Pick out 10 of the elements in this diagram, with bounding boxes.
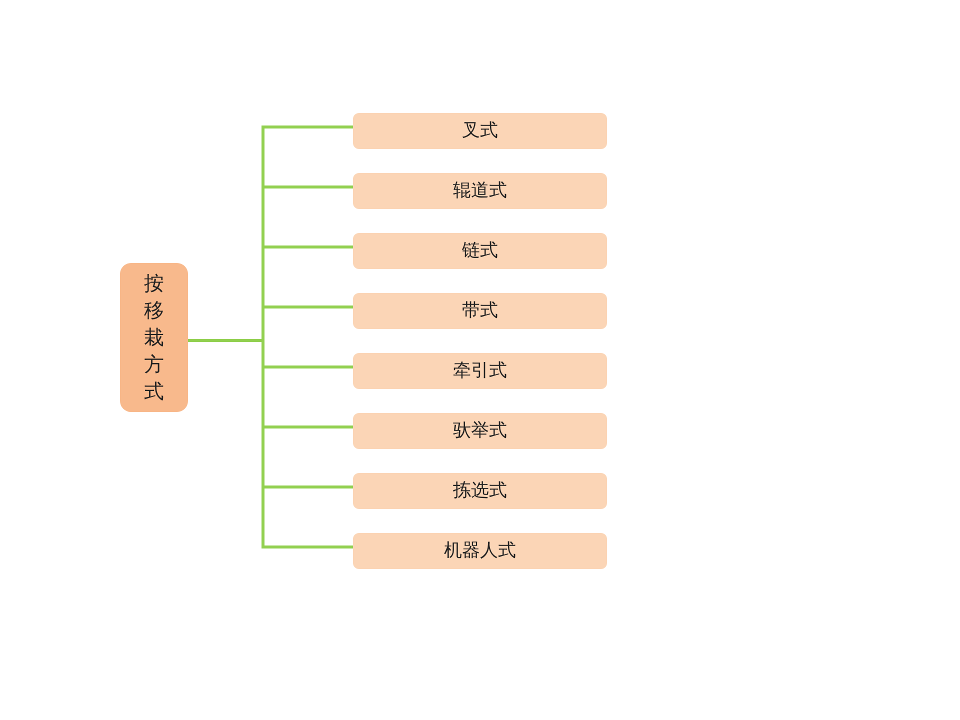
option-box: 叉式 <box>353 113 607 149</box>
option-box: 链式 <box>353 233 607 269</box>
option-box: 驮举式 <box>353 413 607 449</box>
option-box: 带式 <box>353 293 607 329</box>
option-box: 机器人式 <box>353 533 607 569</box>
option-box: 拣选式 <box>353 473 607 509</box>
option-box: 辊道式 <box>353 173 607 209</box>
connector-line <box>188 339 353 548</box>
topic-box: 按移栽方式 <box>120 263 188 412</box>
option-box: 牵引式 <box>353 353 607 389</box>
